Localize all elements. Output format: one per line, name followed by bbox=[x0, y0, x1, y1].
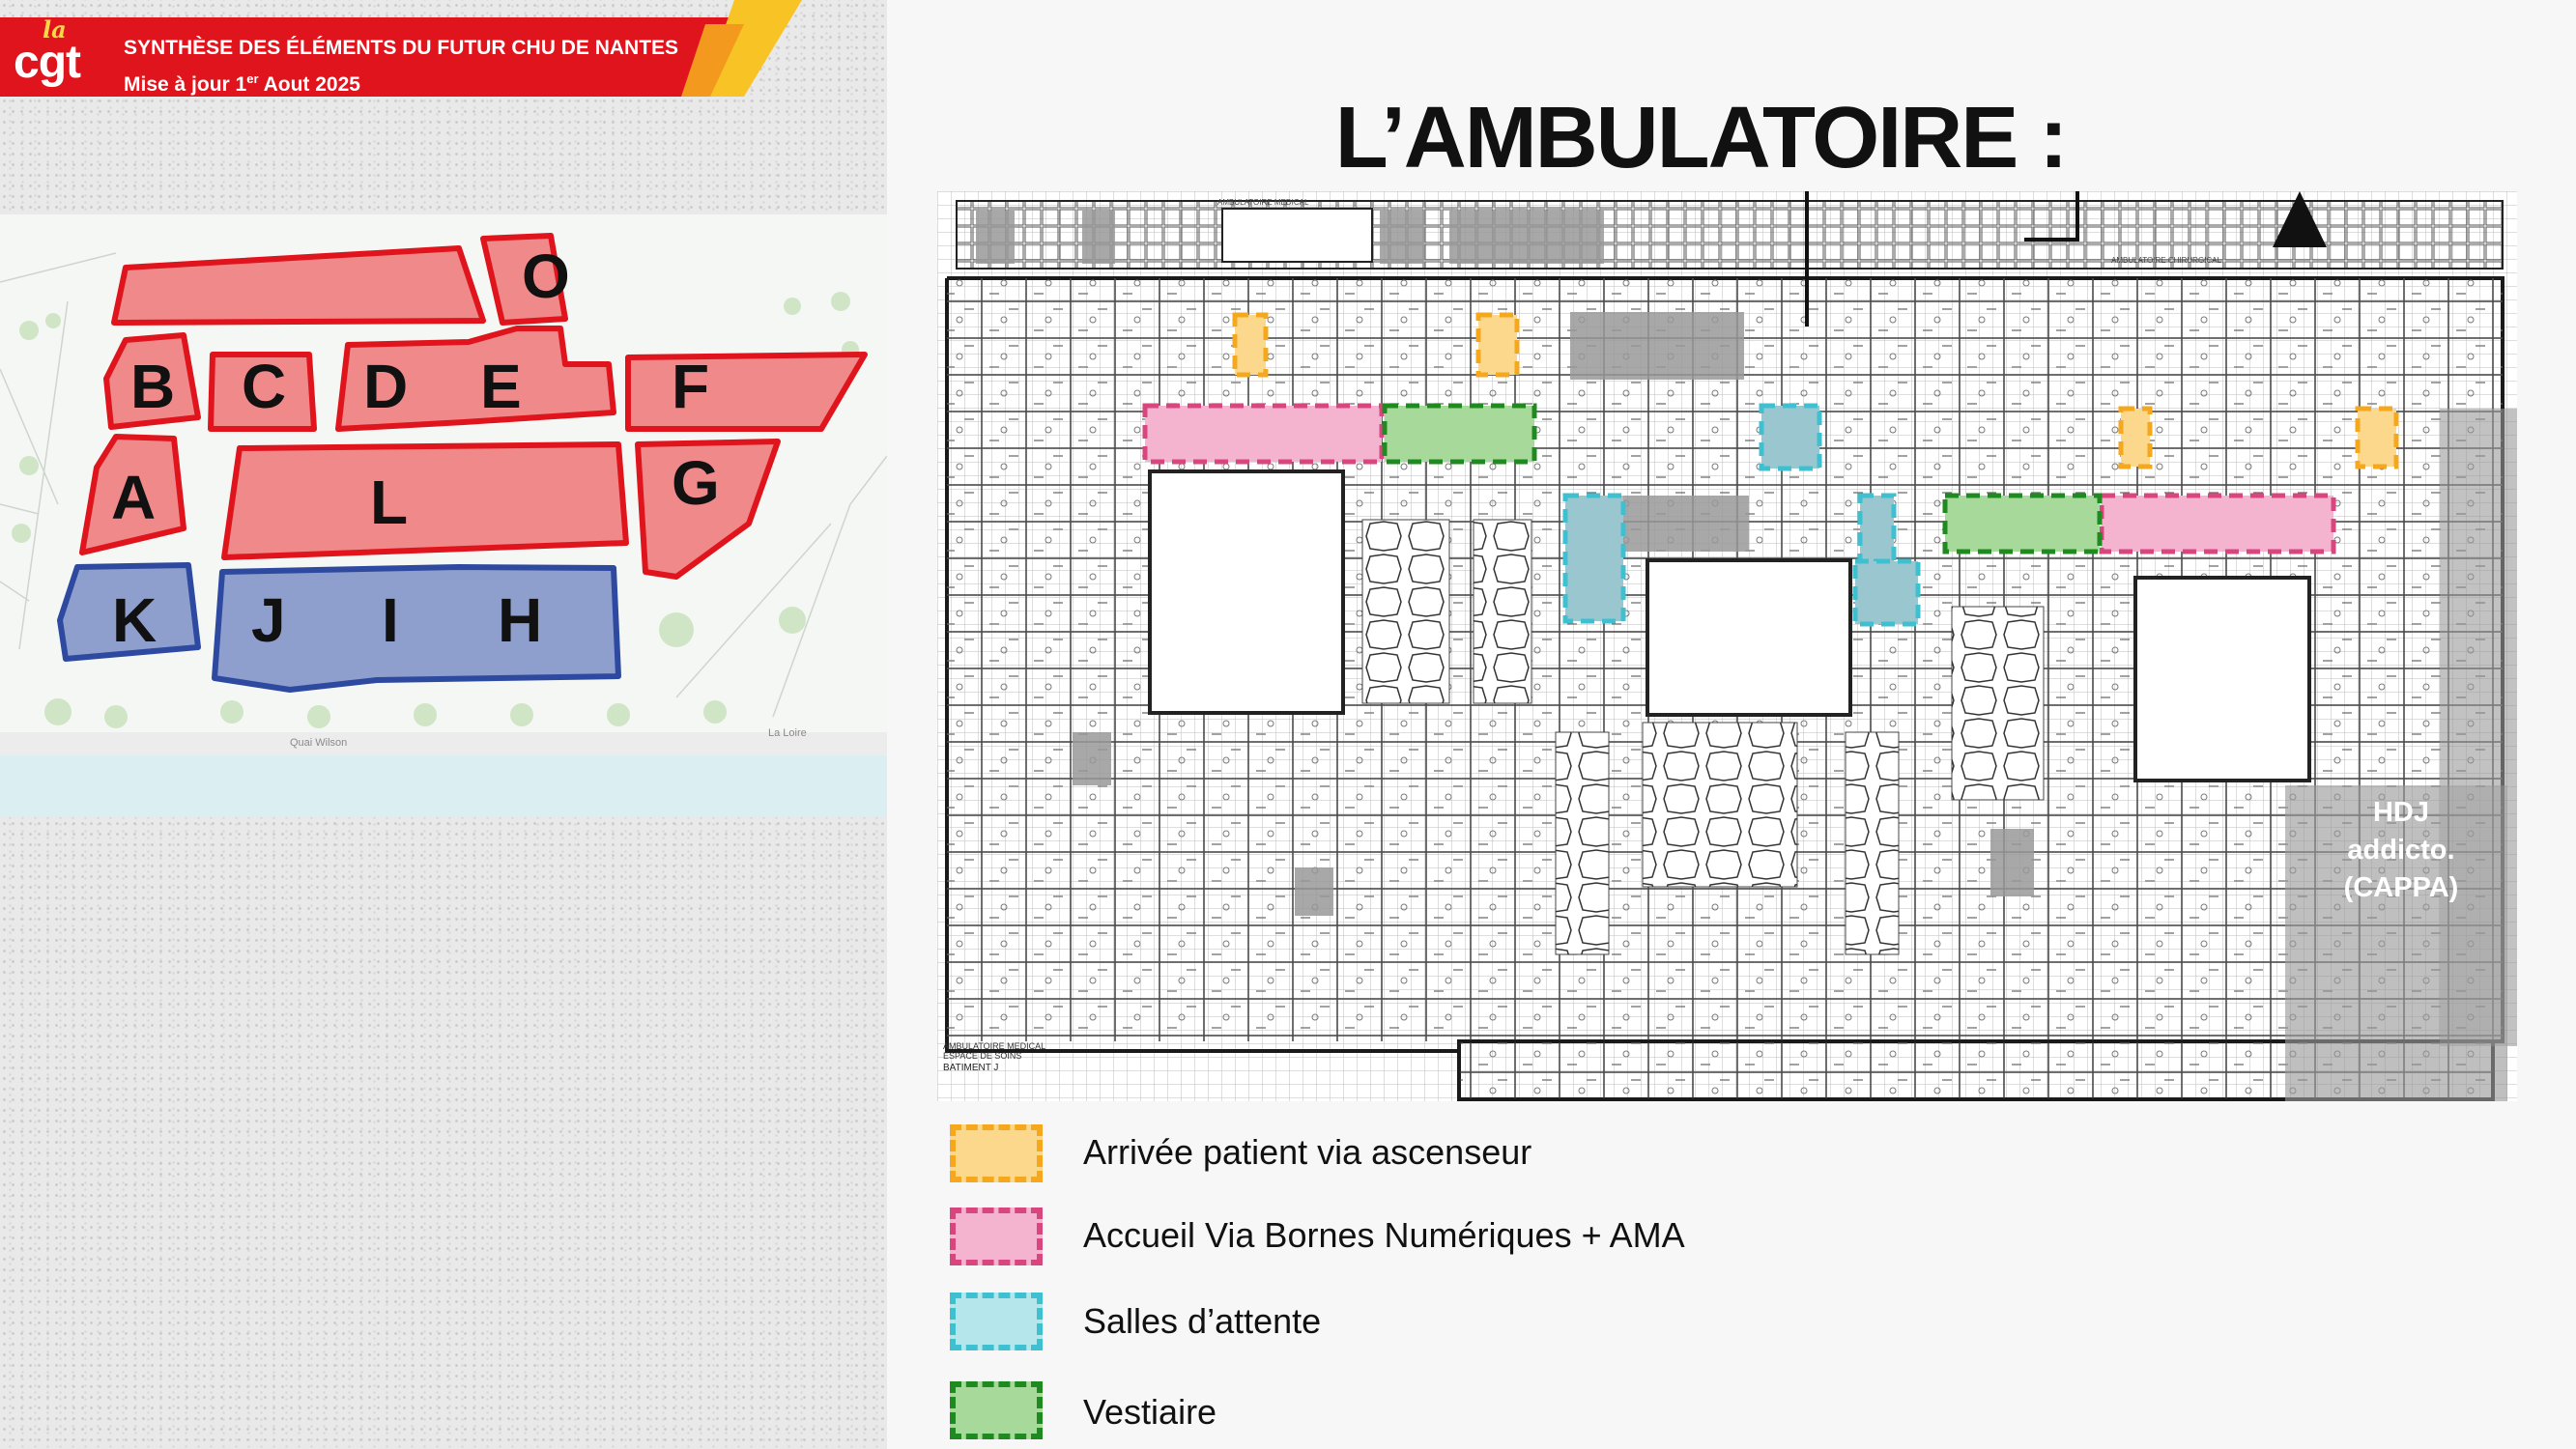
building-o bbox=[480, 233, 568, 326]
cgt-logo: la cgt bbox=[14, 15, 81, 88]
courtyard-1 bbox=[1148, 469, 1345, 715]
gray-zones bbox=[976, 211, 2517, 1101]
plan-zones bbox=[1142, 312, 2399, 627]
label-o: O bbox=[522, 242, 570, 311]
label-k: K bbox=[112, 585, 157, 655]
logo-cgt-text: cgt bbox=[14, 37, 81, 88]
plan-label-bottom-2: ESPACE DE SOINS bbox=[943, 1051, 1021, 1061]
zone-vestiaire-2 bbox=[1942, 493, 2103, 554]
blue-buildings bbox=[57, 562, 621, 693]
label-j: J bbox=[251, 585, 286, 655]
river-label: La Loire bbox=[768, 727, 807, 739]
label-b: B bbox=[130, 352, 175, 421]
building-de bbox=[335, 326, 616, 432]
building-b bbox=[103, 332, 201, 430]
zone-arrivee-1 bbox=[1232, 312, 1269, 378]
logo-la-text: la bbox=[43, 15, 67, 43]
building-c bbox=[208, 352, 317, 432]
zone-vestiaire-1 bbox=[1382, 403, 1537, 465]
legend-label-attente: Salles d’attente bbox=[1083, 1301, 1322, 1341]
banner-text: SYNTHÈSE DES ÉLÉMENTS DU FUTUR CHU DE NA… bbox=[124, 33, 678, 100]
zone-arrivee-4 bbox=[2355, 406, 2399, 469]
legend-swatch-arrivee bbox=[950, 1124, 1043, 1182]
trees bbox=[12, 292, 859, 728]
label-d: D bbox=[363, 352, 408, 421]
zone-attente-3 bbox=[1857, 493, 1897, 564]
courtyard-3 bbox=[2133, 576, 2311, 782]
hdj-label: HDJ addicto. (CAPPA) bbox=[2343, 797, 2459, 903]
label-a: A bbox=[111, 463, 156, 532]
legend-swatch-attente bbox=[950, 1293, 1043, 1350]
plan-label-bottom-3: BATIMENT J bbox=[943, 1063, 998, 1073]
legend-label-vestiaire: Vestiaire bbox=[1083, 1392, 1217, 1432]
north-corridor-line bbox=[2024, 191, 2079, 242]
label-h: H bbox=[498, 585, 542, 655]
building-l bbox=[221, 441, 629, 560]
legend-label-accueil: Accueil Via Bornes Numériques + AMA bbox=[1083, 1215, 1685, 1255]
zone-accueil-2 bbox=[2099, 493, 2336, 554]
north-arrow-icon bbox=[2273, 191, 2327, 247]
header-banner: la cgt SYNTHÈSE DES ÉLÉMENTS DU FUTUR CH… bbox=[0, 0, 802, 97]
zone-arrivee-3 bbox=[2118, 406, 2153, 469]
building-letters: O B C D E F A L G K J I H bbox=[111, 242, 720, 655]
zone-attente-4 bbox=[1852, 558, 1921, 627]
building-k bbox=[57, 562, 201, 662]
page-title: L’AMBULATOIRE : bbox=[1334, 90, 2069, 186]
legend-label-arrivee: Arrivée patient via ascenseur bbox=[1083, 1132, 1532, 1172]
label-g: G bbox=[672, 448, 720, 518]
building-g bbox=[635, 439, 781, 580]
plan-label-surgical: AMBULATOIRE CHIRURGICAL bbox=[2111, 256, 2221, 265]
building-f bbox=[625, 352, 868, 432]
label-f: F bbox=[672, 352, 709, 421]
treatment-boxes bbox=[1361, 519, 2045, 955]
courtyard-2 bbox=[1646, 558, 1852, 717]
label-e: E bbox=[480, 352, 522, 421]
banner-shape bbox=[0, 0, 802, 97]
north-room bbox=[1221, 208, 1373, 263]
street-label: Quai Wilson bbox=[290, 737, 347, 749]
site-map: O B C D E F A L G K J I H Quai Wilson La… bbox=[0, 214, 887, 817]
building-jih bbox=[212, 564, 621, 693]
building-a bbox=[79, 434, 186, 555]
zone-accueil-1 bbox=[1142, 403, 1385, 465]
river bbox=[0, 755, 887, 817]
zone-attente-2 bbox=[1562, 493, 1626, 624]
quay-road bbox=[0, 732, 887, 755]
red-buildings bbox=[79, 233, 868, 580]
street-lines bbox=[0, 252, 887, 718]
plan-label-medical: AMBULATOIRE MEDICAL bbox=[1217, 198, 1309, 207]
zone-arrivee-2 bbox=[1475, 312, 1520, 378]
zone-attente-1 bbox=[1759, 403, 1822, 471]
label-c: C bbox=[242, 352, 286, 421]
legend-swatch-vestiaire bbox=[950, 1381, 1043, 1439]
plan-label-bottom-1: AMBULATOIRE MEDICAL bbox=[943, 1041, 1045, 1051]
building-red-north bbox=[111, 245, 486, 326]
banner-title: SYNTHÈSE DES ÉLÉMENTS DU FUTUR CHU DE NA… bbox=[124, 37, 679, 59]
label-l: L bbox=[370, 468, 408, 537]
floor-plan: AMBULATOIRE MEDICAL AMBULATOIRE CHIRURGI… bbox=[937, 191, 2517, 1101]
banner-subtitle: Mise à jour 1er Aout 2025 bbox=[124, 71, 360, 96]
north-strip bbox=[956, 200, 2504, 270]
legend-swatch-accueil bbox=[950, 1208, 1043, 1265]
label-i: I bbox=[382, 585, 399, 655]
